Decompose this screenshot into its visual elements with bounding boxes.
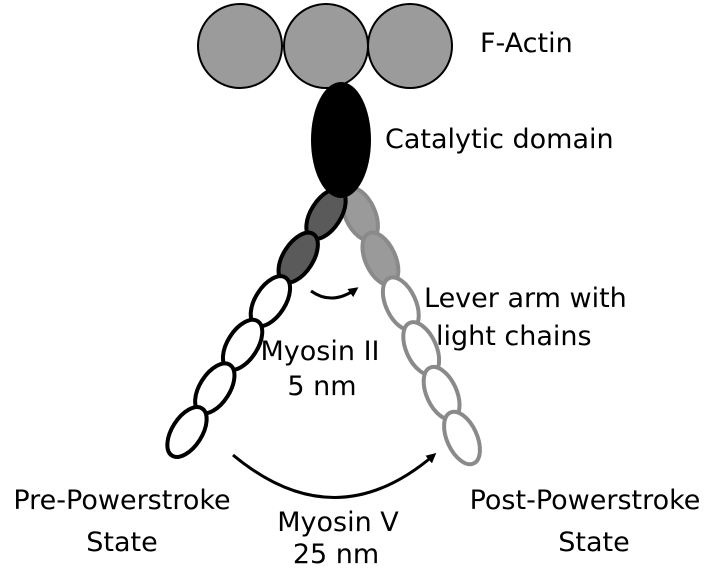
- actin-subunit-3: [367, 3, 453, 89]
- f-actin-filament: [197, 3, 453, 89]
- myosin-v-step-label: 25 nm: [292, 539, 380, 570]
- post-powerstroke-lever-arm: [340, 185, 482, 467]
- pre-powerstroke-label-line1: Pre-Powerstroke: [13, 485, 231, 516]
- catalytic-domain-label: Catalytic domain: [385, 124, 614, 155]
- myosin-v-arrow: [232, 453, 437, 499]
- pre-light-chain-6: [165, 405, 209, 459]
- f-actin-label: F-Actin: [480, 28, 573, 59]
- catalytic-domain: [311, 82, 371, 198]
- myosin-ii-step-label: 5 nm: [287, 371, 357, 402]
- post-powerstroke-label-line1: Post-Powerstroke: [469, 485, 701, 516]
- post-powerstroke-label-line2: State: [558, 527, 630, 558]
- lever-arm-label-line1: Lever arm with: [424, 283, 627, 314]
- lever-arm-label-line2: light chains: [436, 321, 592, 352]
- actin-subunit-1: [197, 3, 283, 89]
- actin-subunit-2: [283, 3, 369, 89]
- myosin-v-label: Myosin V: [277, 507, 399, 538]
- pre-powerstroke-lever-arm: [165, 187, 348, 459]
- myosin-ii-arrow: [310, 287, 359, 300]
- pre-powerstroke-label-line2: State: [86, 527, 158, 558]
- post-light-chain-6: [442, 409, 482, 467]
- myosin-ii-label: Myosin II: [260, 336, 380, 367]
